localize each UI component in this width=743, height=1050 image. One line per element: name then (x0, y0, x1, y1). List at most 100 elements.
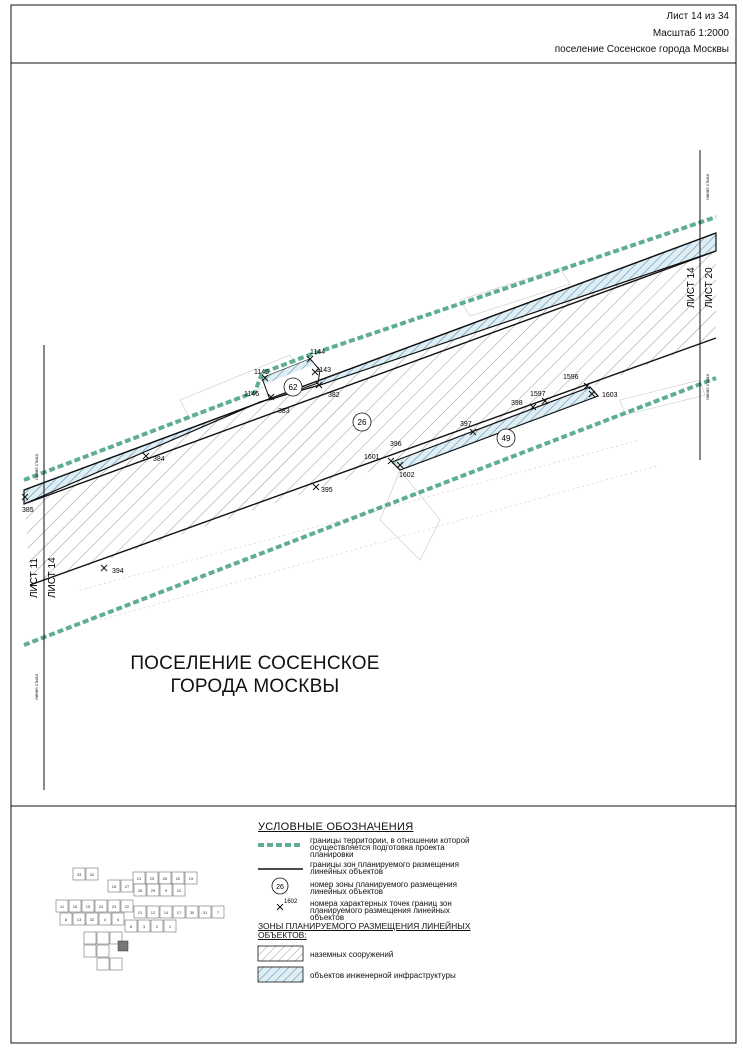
key-map-cell-label: 17 (177, 910, 182, 915)
seam-labels: линия стыка линия стыка линия стыка лини… (34, 174, 710, 700)
sheet-number: Лист 14 из 34 (666, 11, 729, 22)
key-map-cell-label: 20 (176, 876, 181, 881)
map-title-line1: ПОСЕЛЕНИЕ СОСЕНСКОЕ (130, 653, 380, 674)
key-map-cell (185, 905, 199, 919)
key-map-cell-label: 30 (190, 910, 195, 915)
seam-label: линия стыка (705, 174, 710, 200)
key-map-cell-label: 4 (104, 917, 107, 922)
key-map-cell (72, 912, 86, 926)
legend-zone-number: 26 (276, 884, 284, 891)
map-title-line2: ГОРОДА МОСКВЫ (170, 676, 340, 697)
key-map-cell (124, 919, 138, 933)
legend-item4-l1: номера характерных точек границ зон (310, 899, 452, 908)
legend-infra-swatch (257, 966, 304, 983)
key-map-cell (146, 905, 160, 919)
key-map-cell (172, 883, 186, 897)
key-map-cell-label: 2 (156, 924, 159, 929)
point-label: 1144 (310, 349, 325, 356)
zone-label-26: 26 (358, 418, 367, 427)
key-map-cell-label: 12 (151, 910, 156, 915)
characteristic-points (21, 355, 596, 572)
legend-item1-l2: осуществляется подготовка проекта (310, 843, 445, 852)
point-label: 397 (460, 421, 472, 428)
key-map-cell-label: 13 (77, 917, 82, 922)
key-map-cell (85, 867, 99, 881)
key-map-cell-label: 31 (203, 910, 208, 915)
key-map-cell-label: 33 (77, 872, 82, 877)
key-map-cell (55, 899, 69, 913)
key-map-cell-label: 3 (143, 924, 146, 929)
key-map-cell-label: 21 (138, 910, 143, 915)
seam-label: линия стыка (705, 374, 710, 400)
key-map-cell (120, 879, 134, 893)
settlement-label: поселение Сосенское города Москвы (554, 44, 729, 55)
key-map-cell-label: 21 (137, 876, 142, 881)
key-map-cell-label: 29 (151, 888, 156, 893)
legend-point-number: 1602 (284, 899, 298, 905)
key-map-cell (83, 931, 97, 945)
legend-zone-circle (271, 877, 289, 895)
point-label: 1601 (364, 454, 380, 461)
key-map-cell (163, 919, 177, 933)
zone-number-markers (283, 377, 516, 448)
point-label: 395 (321, 487, 333, 494)
point-label: 396 (390, 441, 402, 448)
key-map-cell (96, 957, 110, 971)
point-label: 1602 (399, 472, 415, 479)
key-map-cell (146, 883, 160, 897)
point-label: 398 (511, 400, 523, 407)
key-map-cell (85, 912, 99, 926)
key-map-cell (72, 867, 86, 881)
legend-item2-l2: линейных объектов (310, 867, 383, 876)
key-map-cell (98, 912, 112, 926)
legend-item4-l2: планируемого размещения линейных (310, 906, 450, 915)
key-map-cell (137, 919, 151, 933)
key-map-cell (81, 899, 95, 913)
zone-number-labels: 62 26 49 (289, 383, 511, 443)
zone-boundary-lines (23, 232, 717, 586)
key-map-cell (184, 871, 198, 885)
key-map-current-sheet (117, 940, 129, 952)
territory-boundary (23, 215, 717, 647)
legend-zones-title: ЗОНЫ ПЛАНИРУЕМОГО РАЗМЕЩЕНИЯ ЛИНЕЙНЫХ ОБ… (258, 921, 471, 940)
point-label: 1146 (244, 391, 259, 398)
key-map-cell (159, 883, 173, 897)
legend-item3-l1: номер зоны планируемого размещения (310, 880, 457, 889)
key-map-cell-label: 16 (73, 904, 78, 909)
legend-zone1: наземных сооружений (310, 950, 394, 959)
sheet-label-right-b: ЛИСТ 20 (704, 267, 715, 308)
zone-label-62: 49 (502, 434, 511, 443)
sheet-labels: ЛИСТ 11 ЛИСТ 14 ЛИСТ 14 ЛИСТ 20 (29, 267, 715, 598)
key-map-cell-label: 22 (125, 904, 130, 909)
key-map-cell (159, 905, 173, 919)
sheet-label-right-a: ЛИСТ 14 (686, 267, 697, 308)
key-map-cell-label: 28 (138, 888, 143, 893)
background-features (79, 267, 706, 621)
key-map-cell-label: 14 (164, 910, 169, 915)
zone-infrastructure-49-hatch (262, 359, 314, 384)
point-label: 1145 (254, 369, 269, 376)
key-map-cell-label: 34 (90, 872, 95, 877)
key-map-cell-label: 8 (65, 917, 68, 922)
key-map-cell (107, 899, 121, 913)
legend-item1-l1: границы территории, в отношении которой (310, 836, 470, 845)
point-label: 385 (22, 507, 34, 514)
point-label: 382 (328, 392, 340, 399)
legend-ground-swatch (257, 945, 304, 962)
key-map-cell (68, 899, 82, 913)
key-map-cell-label: 9 (165, 888, 168, 893)
key-map-cell (172, 905, 186, 919)
point-label: 394 (112, 568, 124, 575)
key-map-cell (107, 879, 121, 893)
point-label: 383 (278, 408, 290, 415)
key-map-cell-label: 5 (117, 917, 120, 922)
key-map-cell (59, 912, 73, 926)
zone-ground-structures (24, 233, 716, 585)
legend-item4-l3: объектов (310, 913, 345, 922)
zone-label-49: 62 (289, 383, 298, 392)
seam-label: линия стыка (34, 454, 39, 480)
point-labels: 1144 1145 1143 1146 383 382 384 385 395 … (22, 349, 618, 575)
key-map-cell-label: 18 (112, 884, 117, 889)
key-map-cell-label: 15 (86, 904, 91, 909)
key-map-cell (120, 899, 134, 913)
